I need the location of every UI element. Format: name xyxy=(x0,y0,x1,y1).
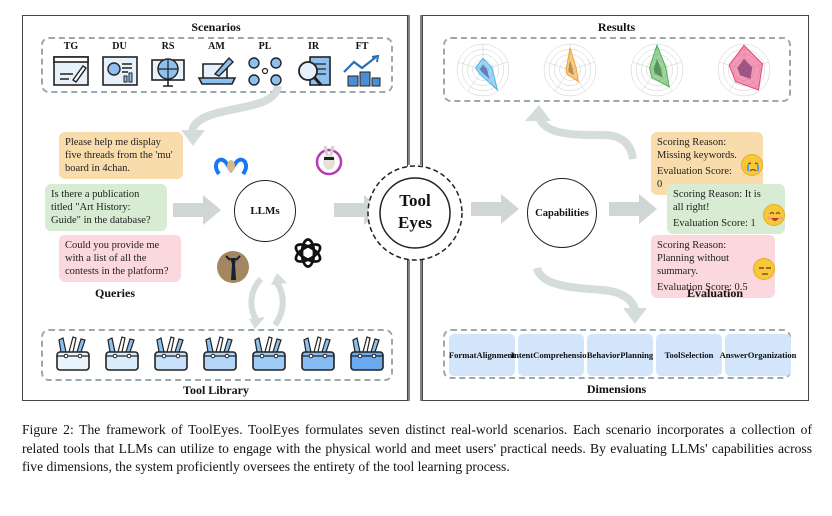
query-to-llm-arrow xyxy=(173,195,221,225)
dimension-label-line2: Planning xyxy=(620,349,654,360)
tooleyes-node: Tool Eyes xyxy=(380,190,450,234)
radar-inner-polygon xyxy=(568,60,574,76)
tooleyes-to-capabilities-arrow xyxy=(471,194,519,224)
personal-life-icon xyxy=(248,57,282,86)
scenario-ft: FT xyxy=(340,41,384,93)
evaluation-reason-2: Scoring Reason: It is all right! xyxy=(673,189,761,213)
evaluation-reason-1: Scoring Reason: Missing keywords. xyxy=(657,137,737,161)
right-panel: Results Capabilities Scoring Reason: Mis… xyxy=(422,15,809,401)
scenarios-box xyxy=(41,37,393,93)
scenario-rs: RS xyxy=(146,41,190,93)
scenario-label: RS xyxy=(161,41,175,52)
results-box xyxy=(443,37,791,102)
radar-chart xyxy=(717,43,771,97)
connectors-layer xyxy=(408,15,422,401)
scenario-label: PL xyxy=(258,41,272,52)
dimension-label-line1: Answer xyxy=(719,349,748,360)
capabilities-node: Capabilities xyxy=(527,178,597,248)
results-title: Results xyxy=(597,20,636,34)
capabilities-to-evaluation-arrow xyxy=(609,194,657,224)
application-manipulation-icon xyxy=(197,56,236,85)
llms-node: LLMs xyxy=(234,180,296,242)
toolbox-icon xyxy=(151,334,191,379)
query-bubble-2: Is there a publication titled "Art Histo… xyxy=(45,184,167,231)
crying-face-icon xyxy=(741,154,763,176)
toolbox-icon xyxy=(249,334,289,379)
toolbox-icon xyxy=(53,334,93,379)
toolbox-icon xyxy=(298,334,338,379)
tooleyes-outer-ring xyxy=(367,165,463,261)
evaluation-score-3: Evaluation Score: 0.5 xyxy=(657,282,748,293)
evaluation-title: Evaluation xyxy=(686,286,743,300)
radar-inner-polygon xyxy=(479,64,490,79)
dimensions-title: Dimensions xyxy=(586,382,647,396)
radar-inner-polygon xyxy=(653,58,663,78)
information-retrieval-icon xyxy=(297,56,331,86)
dimension-label-line1: Behavior xyxy=(586,349,621,360)
evaluation-score-1: Evaluation Score: 0 xyxy=(657,166,732,190)
tool-library-title: Tool Library xyxy=(183,383,249,397)
dimension-label-line2: Comprehension xyxy=(533,349,592,360)
scenario-du: DU xyxy=(98,41,142,93)
toolbox-icon xyxy=(102,334,142,379)
tool-library-box xyxy=(41,329,393,381)
radar-polygon xyxy=(565,47,580,83)
radar-chart xyxy=(456,43,510,97)
radar-chart xyxy=(630,43,684,97)
data-understanding-icon xyxy=(101,56,138,86)
scenario-label: IR xyxy=(307,41,320,52)
scenario-pl: PL xyxy=(243,41,287,93)
real-time-search-icon xyxy=(151,58,185,87)
radar-inner-polygon xyxy=(737,58,753,79)
scenario-label: DU xyxy=(112,41,127,52)
scenario-to-query-arrow xyxy=(181,84,282,146)
figure-caption: Figure 2: The framework of ToolEyes. Too… xyxy=(22,422,812,474)
capabilities-to-dimensions-arrow xyxy=(533,266,647,324)
left-panel: Scenarios TG DU RS AM PL IR FT Please help me … xyxy=(22,15,408,401)
vicuna-icon xyxy=(315,145,343,176)
evaluation-bubble-3: Scoring Reason: Planning without summary… xyxy=(651,235,775,298)
scenario-ir: IR xyxy=(292,41,336,93)
scenario-label: TG xyxy=(63,41,79,52)
toolllama-icon xyxy=(217,251,249,283)
llm-tool-cycle-arrows xyxy=(248,273,287,329)
evaluation-reason-3: Scoring Reason: Planning without summary… xyxy=(657,240,730,277)
dimension-label-line1: Tool xyxy=(664,349,681,360)
smiling-face-icon xyxy=(763,204,785,226)
scenario-am: AM xyxy=(195,41,239,93)
dimension-label-line1: Format xyxy=(448,349,477,360)
expressionless-face-icon xyxy=(753,258,775,280)
tooleyes-label-line1: Tool xyxy=(399,191,431,210)
openai-icon xyxy=(294,238,322,268)
dimension-label-line2: Alignment xyxy=(476,349,516,360)
query-bubble-3: Could you provide me with a list of all … xyxy=(59,235,181,282)
dimension-label-line2: Selection xyxy=(680,349,714,360)
scenario-label: AM xyxy=(208,41,225,52)
capabilities-to-results-arrow xyxy=(525,105,637,160)
tooleyes-label-line2: Eyes xyxy=(398,213,432,232)
queries-title: Queries xyxy=(95,286,135,300)
evaluation-score-2: Evaluation Score: 1 xyxy=(673,218,756,229)
text-generation-icon xyxy=(53,56,89,86)
meta-llama-icon xyxy=(214,157,248,176)
dimension-label-line1: Intent xyxy=(510,349,534,360)
scenario-label: FT xyxy=(355,41,369,52)
dimension-label-line2: Organization xyxy=(747,349,797,360)
toolbox-icon xyxy=(200,334,240,379)
radar-chart xyxy=(543,43,597,97)
scenario-tg: TG xyxy=(49,41,93,93)
toolbox-icon xyxy=(347,334,387,379)
query-bubble-1: Please help me display five threads from… xyxy=(59,132,183,179)
financial-transactions-icon xyxy=(343,54,381,87)
scenarios-title: Scenarios xyxy=(191,20,241,34)
